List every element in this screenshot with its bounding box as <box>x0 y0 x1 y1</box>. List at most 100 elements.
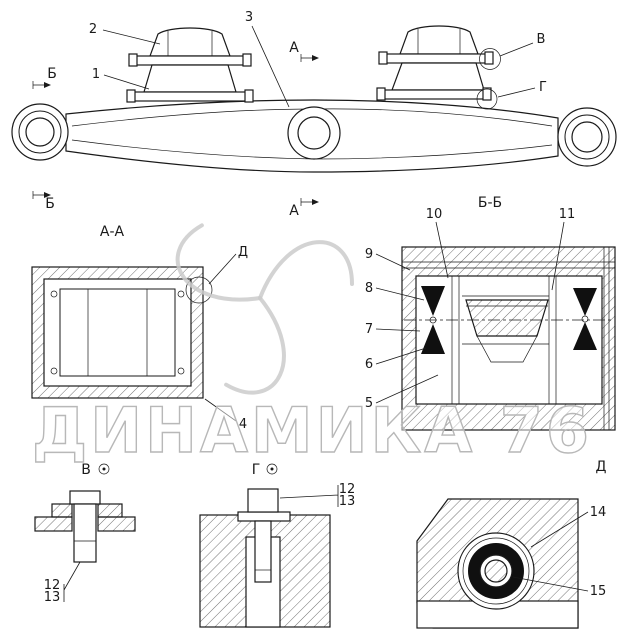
right-bracket-body <box>391 62 485 91</box>
bb-leader-lines <box>375 221 565 404</box>
v-lower-plate-right <box>97 516 136 532</box>
callout-7: 7 <box>365 322 373 337</box>
swirl-petal-3 <box>175 223 262 302</box>
section-aa-title: А-А <box>100 224 125 240</box>
section-marker-a-top: А <box>289 40 299 56</box>
callout-v-12: 12 <box>44 578 61 593</box>
left-eye-bore <box>25 117 55 147</box>
left-bracket-cap <box>149 27 231 57</box>
bb-right-seal-upper <box>573 288 597 316</box>
callout-9: 9 <box>365 247 373 262</box>
bb-bushing-lines <box>451 276 557 404</box>
callout-15: 15 <box>590 584 607 599</box>
section-marker-b-bottom: Б <box>45 196 55 212</box>
section-bb-title: Б-Б <box>478 195 502 211</box>
g-leader-lines <box>279 485 339 507</box>
callout-1: 1 <box>92 67 100 82</box>
detail-d-boundary-circle <box>185 276 213 304</box>
section-arrow-a-top <box>300 54 312 62</box>
aa-inner-cavity <box>43 278 192 387</box>
left-bracket-top-bolt-r <box>242 53 252 67</box>
right-bracket-cap <box>399 25 479 55</box>
left-bracket-top-bolt-l <box>128 53 138 67</box>
aa-seal-ring-tl <box>50 290 58 298</box>
right-eye-ring <box>564 114 610 160</box>
g-bolt-shank <box>254 520 272 583</box>
detail-g-highlight-circle <box>476 88 498 110</box>
watermark: ДИНАМИКА 76 <box>31 223 592 468</box>
view-v-title: В <box>81 462 91 478</box>
detail-v-highlight-circle <box>479 48 501 70</box>
callout-g: Г <box>539 80 547 95</box>
callout-11: 11 <box>559 207 576 222</box>
section-bb-view: Б-Б 9 8 7 6 5 10 11 <box>365 195 616 431</box>
bb-left-seal-lower <box>421 324 445 354</box>
view-g: Г 12 13 <box>199 462 356 628</box>
section-arrowhead-b-bottom <box>44 192 51 198</box>
left-bracket-cap-lines <box>167 31 213 56</box>
bb-left-seal-upper <box>421 286 445 316</box>
bb-bore <box>415 275 603 405</box>
view-v: В 12 13 <box>34 462 136 605</box>
callout-4: 4 <box>239 417 247 432</box>
aa-spacer-lines <box>87 289 148 376</box>
bb-right-seal-lower <box>573 322 597 350</box>
section-arrow-b-bottom <box>32 191 44 199</box>
v-leader-lines <box>63 561 81 602</box>
left-eye-ring <box>18 110 62 154</box>
watermark-swirl-logo <box>175 223 354 395</box>
right-eye-bore <box>571 121 603 153</box>
section-arrowhead-a-top <box>312 55 319 61</box>
d-seal-ball <box>484 559 508 583</box>
v-bolt-shank <box>73 503 97 563</box>
right-bracket-bottom-strip <box>383 89 489 100</box>
v-upper-plate-right <box>97 503 123 518</box>
aa-leader-lines <box>204 253 237 422</box>
callout-14: 14 <box>590 505 607 520</box>
callout-6: 6 <box>365 357 373 372</box>
d-leader-lines <box>512 511 589 592</box>
main-assembly-view: 2 1 3 В Г А Б Б А <box>11 10 617 219</box>
detail-d-view: Д 14 15 <box>416 459 607 629</box>
watermark-text: ДИНАМИКА 76 <box>32 394 592 467</box>
section-aa-view: А-А Д 4 <box>31 224 248 432</box>
view-g-bolt-symbol-dot <box>270 467 274 471</box>
aa-seal-ring-tr <box>177 290 185 298</box>
left-bracket-bottom-bolt-r <box>244 89 254 103</box>
aa-seal-ring-br <box>177 367 185 375</box>
view-v-bolt-symbol-dot <box>102 467 106 471</box>
section-arrow-b-top <box>32 81 44 89</box>
section-arrowhead-b-top <box>44 82 51 88</box>
view-g-title: Г <box>252 462 261 478</box>
bb-center-cup <box>465 299 549 337</box>
v-bolt-head <box>69 490 101 505</box>
right-bracket-top-bolt-r <box>484 51 494 65</box>
left-bracket-bottom-bolt-l <box>126 89 136 103</box>
callout-3: 3 <box>245 10 253 25</box>
view-v-bolt-symbol-icon <box>98 463 110 475</box>
bb-right-seal-ball <box>581 315 589 323</box>
bb-center-cup-lines <box>466 305 548 363</box>
right-bracket-top-strip <box>385 53 487 64</box>
aa-bushing <box>59 288 176 377</box>
callout-g-12: 12 <box>339 482 356 497</box>
section-marker-b-top: Б <box>47 66 57 82</box>
left-bracket-top-strip <box>135 55 245 66</box>
section-arrow-a-bottom <box>300 198 312 206</box>
right-bracket-bottom-bolt-r <box>482 87 492 101</box>
callout-8: 8 <box>365 281 373 296</box>
right-bracket-cap-lines <box>417 29 461 54</box>
swirl-petal-1 <box>258 240 354 300</box>
swirl-petal-2 <box>224 296 286 395</box>
aa-seal-ring-bl <box>50 367 58 375</box>
g-washer <box>237 511 291 522</box>
center-hub-bore <box>297 116 331 150</box>
bb-flange-lines <box>402 247 615 430</box>
section-arrowhead-a-bottom <box>312 199 319 205</box>
main-view-leader-lines <box>102 25 536 108</box>
callout-5: 5 <box>365 396 373 411</box>
right-bracket-top-bolt-l <box>378 51 388 65</box>
d-seal-outer-ring <box>462 537 530 605</box>
